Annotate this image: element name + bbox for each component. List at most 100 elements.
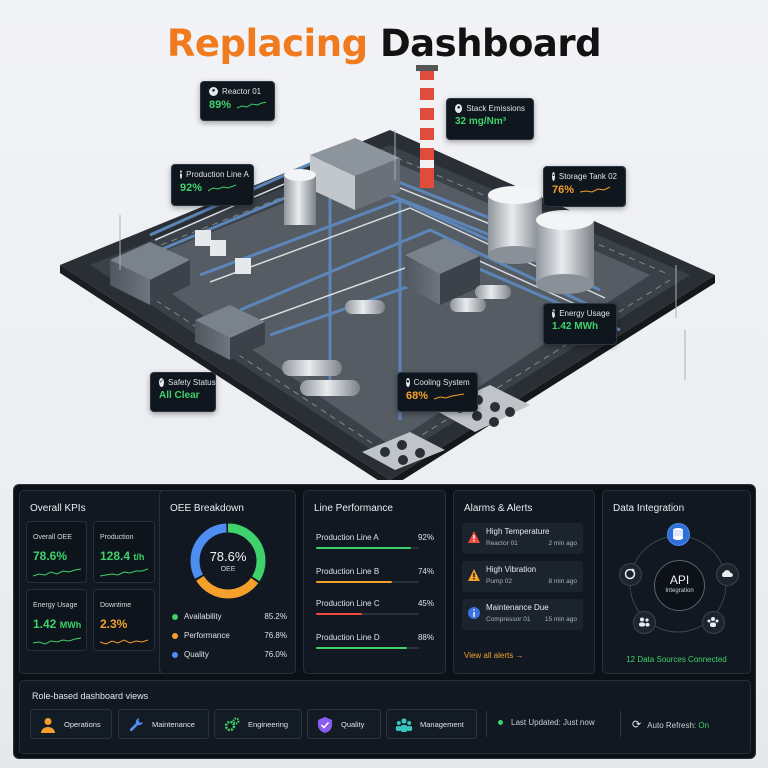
- live-dot: [498, 720, 503, 726]
- role-views-panel: Role-based dashboard views Operations Ma…: [19, 680, 751, 754]
- plant-drawing: [60, 65, 715, 480]
- tag-storage-tank[interactable]: ▪Storage Tank 02 76%: [543, 166, 626, 207]
- role-label: Engineering: [248, 720, 289, 729]
- api-integration-hub[interactable]: API Integration: [654, 560, 705, 611]
- tag-storage-label: Storage Tank 02: [558, 172, 617, 181]
- dashboard-panel: Overall KPIs Overall OEE 78.6% Productio…: [13, 484, 756, 759]
- role-maintenance-button[interactable]: Maintenance: [118, 709, 209, 739]
- donut-segment-performance: [190, 523, 266, 599]
- role-engineering-button[interactable]: Engineering: [214, 709, 302, 739]
- roles-title: Role-based dashboard views: [32, 691, 149, 701]
- tag-stack-label: Stack Emissions: [466, 104, 525, 113]
- tag-cooling-system[interactable]: ●Cooling System 68%: [397, 372, 478, 412]
- kpi-sparkline: [33, 568, 81, 577]
- tag-energy-label: Energy Usage: [559, 309, 610, 318]
- line-bar-fill: [316, 613, 362, 615]
- line-bar-fill: [316, 547, 411, 549]
- kpi-value: 78.6%: [33, 549, 68, 563]
- role-quality-button[interactable]: Quality: [307, 709, 381, 739]
- kpi-energy-usage[interactable]: Energy Usage 1.42 MWh: [26, 589, 87, 651]
- kpi-production[interactable]: Production 128.4 t/h: [93, 521, 155, 583]
- production-sparkline: [208, 184, 237, 192]
- kpi-label: Production: [100, 534, 134, 541]
- users-icon: [639, 617, 650, 627]
- flame-icon: ●: [455, 104, 463, 113]
- team-node[interactable]: [702, 611, 725, 634]
- shield-check-icon: [318, 717, 332, 733]
- alert-high-vibration[interactable]: High Vibration Pump 02 8 min ago: [462, 561, 583, 592]
- tag-cooling-label: Cooling System: [413, 378, 470, 387]
- status-divider: [620, 711, 621, 737]
- oee-title: OEE Breakdown: [170, 503, 244, 514]
- storage-sparkline: [580, 186, 611, 193]
- role-label: Maintenance: [152, 720, 195, 729]
- kpi-downtime[interactable]: Downtime 2.3%: [93, 589, 155, 651]
- factory-icon: ▪: [180, 170, 183, 179]
- tag-production-line-a[interactable]: ▪Production Line A 92%: [171, 164, 254, 206]
- alert-maintenance-due[interactable]: Maintenance Due Compressor 01 15 min ago: [462, 599, 583, 630]
- tag-storage-value: 76%: [552, 184, 575, 196]
- tag-energy-value: 1.42 MWh: [552, 321, 599, 332]
- warning-red-icon: [468, 531, 480, 543]
- plant-illustration: [0, 60, 768, 480]
- oee-center-label: OEE: [220, 566, 236, 573]
- performance-dot: [172, 632, 178, 639]
- quality-dot: [172, 651, 178, 658]
- donut-segment-availability: [190, 523, 266, 599]
- tag-reactor[interactable]: ●Reactor 01 89%: [200, 81, 275, 121]
- alert-title: High Temperature: [486, 527, 550, 536]
- database-node[interactable]: [667, 523, 690, 546]
- role-management-button[interactable]: Management: [386, 709, 477, 739]
- line-bar-fill: [316, 647, 407, 649]
- data-integration-panel: Data Integration API Integration 12 Data…: [602, 490, 751, 674]
- last-updated-status: Last Updated: Just now: [498, 718, 595, 727]
- tag-stack-emissions[interactable]: ●Stack Emissions 32 mg/Nm³: [446, 98, 534, 140]
- users-node[interactable]: [633, 611, 656, 634]
- title-part1: Replacing: [166, 22, 368, 65]
- alert-time: 8 min ago: [548, 578, 577, 585]
- api-subtitle: Integration: [665, 588, 694, 594]
- operations-icon: [41, 718, 55, 733]
- kpi-overall-oee[interactable]: Overall OEE 78.6%: [26, 521, 87, 583]
- tag-safety-status[interactable]: ✓Safety Status All Clear: [150, 372, 216, 412]
- tank-icon: ▪: [552, 172, 555, 181]
- cloud-node[interactable]: [716, 563, 739, 586]
- sync-node[interactable]: [619, 563, 642, 586]
- info-icon: [468, 607, 480, 619]
- kpi-label: Overall OEE: [33, 534, 72, 541]
- reactor-sparkline: [237, 101, 266, 109]
- alert-title: High Vibration: [486, 565, 537, 574]
- role-label: Quality: [341, 720, 365, 729]
- tag-cooling-value: 68%: [406, 390, 429, 402]
- sync-icon: [624, 568, 636, 580]
- database-icon: [673, 528, 683, 540]
- kpi-value: 128.4 t/h: [100, 549, 145, 563]
- view-all-alerts-link[interactable]: View all alerts →: [464, 651, 524, 660]
- tag-reactor-label: Reactor 01: [222, 87, 262, 96]
- alert-high-temperature[interactable]: High Temperature Reactor 01 2 min ago: [462, 523, 583, 554]
- overall-kpis-panel: Overall KPIs Overall OEE 78.6% Productio…: [19, 490, 167, 674]
- roles-divider: [486, 711, 487, 737]
- oee-center-value: 78.6%: [209, 549, 247, 564]
- line-bar-track: [316, 613, 419, 615]
- alarms-panel: Alarms & Alerts High Temperature Reactor…: [453, 490, 595, 674]
- api-title: API: [669, 573, 690, 587]
- alert-source: Reactor 01: [486, 540, 518, 547]
- alert-source: Pump 02: [486, 578, 513, 585]
- tag-safety-value: All Clear: [159, 390, 200, 401]
- alert-title: Maintenance Due: [486, 603, 549, 612]
- availability-dot: [172, 613, 178, 620]
- role-operations-button[interactable]: Operations: [30, 709, 112, 739]
- tag-safety-label: Safety Status: [168, 378, 216, 387]
- kpi-label: Energy Usage: [33, 602, 78, 609]
- alert-source: Compressor 01: [486, 616, 531, 623]
- line-bar-track: [316, 581, 419, 583]
- auto-refresh-toggle[interactable]: ⟳Auto Refresh: On: [632, 719, 710, 731]
